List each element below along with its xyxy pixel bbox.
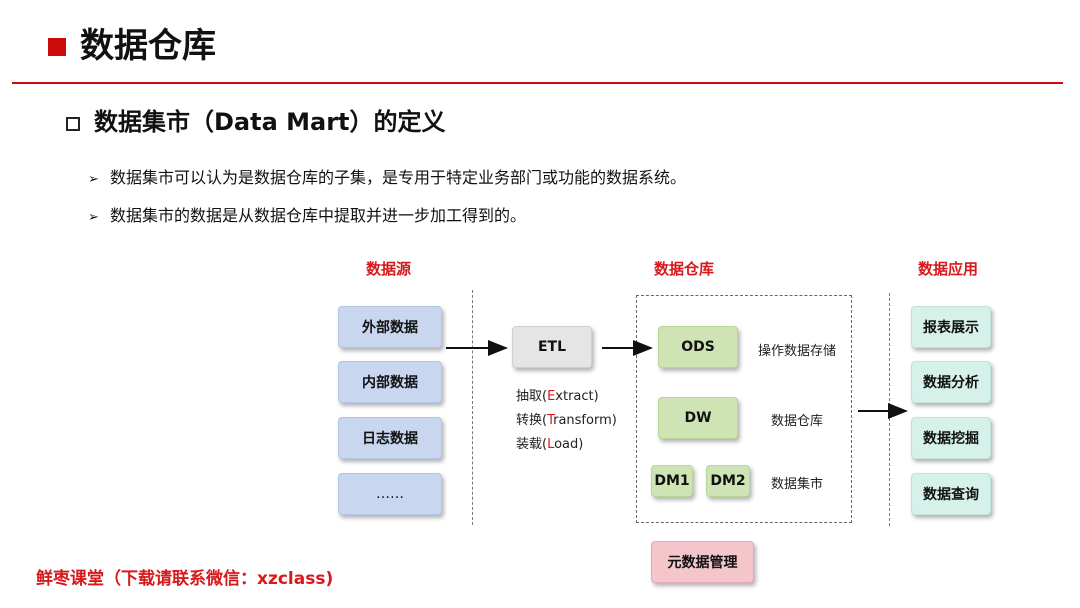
dm-description: 数据集市 (771, 477, 824, 492)
ods-description: 操作数据存储 (758, 344, 837, 359)
etl-step-load: 装载(Load) (516, 437, 584, 452)
source-more-data: …… (338, 473, 442, 515)
title-divider (12, 82, 1063, 84)
metadata-management-node: 元数据管理 (651, 541, 754, 583)
page-title: 数据仓库 (80, 26, 216, 66)
app-data-mining: 数据挖掘 (911, 417, 991, 459)
dm2-node: DM2 (706, 465, 750, 497)
dm1-node: DM1 (651, 465, 693, 497)
bullet-item: ➢ 数据集市的数据是从数据仓库中提取并进一步加工得到的。 (88, 204, 526, 230)
app-report-display: 报表展示 (911, 306, 991, 348)
bullet-text: 数据集市可以认为是数据仓库的子集，是专用于特定业务部门或功能的数据系统。 (110, 168, 687, 187)
source-log-data: 日志数据 (338, 417, 442, 459)
app-data-analysis: 数据分析 (911, 361, 991, 403)
dw-node: DW (658, 397, 738, 439)
dw-description: 数据仓库 (771, 414, 824, 429)
column-heading-warehouse: 数据仓库 (654, 260, 715, 278)
arrow-bullet-icon: ➢ (88, 172, 99, 187)
arrow-bullet-icon: ➢ (88, 210, 99, 225)
etl-node: ETL (512, 326, 592, 368)
source-external-data: 外部数据 (338, 306, 442, 348)
hollow-square-bullet-icon (66, 117, 80, 131)
bullet-text: 数据集市的数据是从数据仓库中提取并进一步加工得到的。 (110, 206, 527, 225)
source-internal-data: 内部数据 (338, 361, 442, 403)
etl-step-extract: 抽取(Extract) (516, 389, 599, 404)
etl-step-transform: 转换(Transform) (516, 413, 617, 428)
bullet-item: ➢ 数据集市可以认为是数据仓库的子集，是专用于特定业务部门或功能的数据系统。 (88, 166, 686, 192)
warehouse-frame (636, 295, 852, 523)
title-square-icon (48, 38, 66, 56)
ods-node: ODS (658, 326, 738, 368)
section-subtitle: 数据集市（Data Mart）的定义 (94, 108, 446, 136)
column-heading-source: 数据源 (366, 260, 412, 278)
separator-line (472, 290, 473, 525)
column-heading-app: 数据应用 (918, 260, 979, 278)
footer-watermark: 鲜枣课堂（下载请联系微信：xzclass) (36, 569, 334, 589)
app-data-query: 数据查询 (911, 473, 991, 515)
